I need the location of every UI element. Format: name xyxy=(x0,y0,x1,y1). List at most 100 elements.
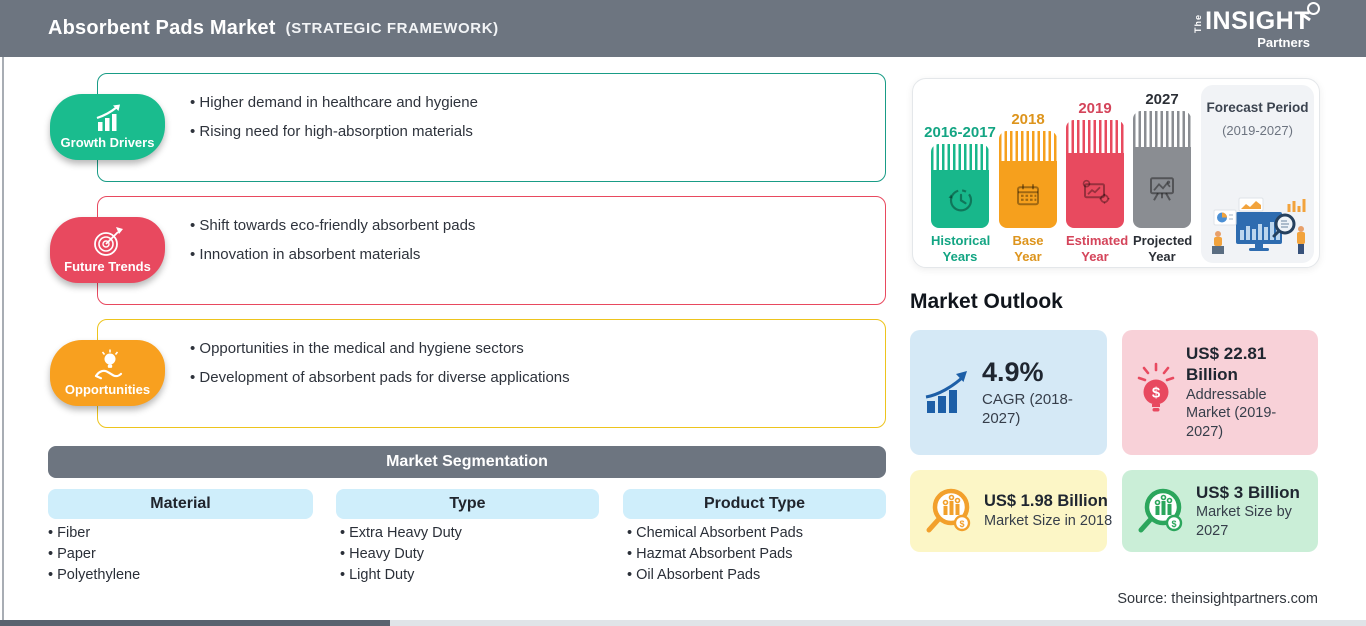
bar-solid xyxy=(999,161,1057,228)
material-list: Fiber Paper Polyethylene xyxy=(48,523,140,586)
opportunities-badge: Opportunities xyxy=(50,340,165,406)
magnifier-chart-icon: $ xyxy=(1138,488,1183,533)
bar-caption: Estimated Year xyxy=(1066,233,1129,265)
magnifier-chart-icon: $ xyxy=(926,488,971,533)
bar-stripes xyxy=(931,144,989,171)
segment-header-label: Material xyxy=(150,495,211,512)
list-item: Paper xyxy=(48,544,140,565)
list-item: Rising need for high-absorption material… xyxy=(190,123,865,142)
bar-stripes xyxy=(1133,111,1191,148)
market-size-2018-card: $ US$ 1.98 Billion Market Size in 2018 xyxy=(910,470,1112,552)
horizontal-scrollbar-track[interactable] xyxy=(0,620,1366,626)
bulb-hand-icon xyxy=(94,349,122,380)
opportunities-list: Opportunities in the medical and hygiene… xyxy=(190,340,865,388)
product-type-list: Chemical Absorbent Pads Hazmat Absorbent… xyxy=(627,523,803,586)
list-item: Polyethylene xyxy=(48,565,140,586)
list-item: Development of absorbent pads for divers… xyxy=(190,369,865,388)
bar-year-label: 2018 xyxy=(1011,111,1045,128)
badge-label: Future Trends xyxy=(64,259,151,274)
bar-year-label: 2027 xyxy=(1145,91,1179,108)
svg-text:$: $ xyxy=(1152,385,1161,402)
cagr-card: 4.9% CAGR (2018-2027) xyxy=(910,330,1107,455)
bar-column xyxy=(1066,120,1124,228)
logo-the-text: The xyxy=(1193,14,1204,34)
segmentation-title: Market Segmentation xyxy=(386,453,548,470)
bar-year-label: 2016-2017 xyxy=(924,124,996,141)
future-trends-box: Shift towards eco-friendly absorbent pad… xyxy=(97,196,886,305)
segment-header-material: Material xyxy=(48,489,313,519)
analytics-illustration xyxy=(1212,197,1306,254)
list-item: Fiber xyxy=(48,523,140,544)
bar-stripes xyxy=(1066,120,1124,154)
future-trends-badge: Future Trends xyxy=(50,217,165,283)
bar-caption: Base Year xyxy=(1012,233,1044,265)
svg-text:$: $ xyxy=(1171,519,1176,529)
growth-drivers-list: Higher demand in healthcare and hygiene … xyxy=(190,94,865,142)
chart-gear-icon xyxy=(1082,179,1110,204)
list-item: Heavy Duty xyxy=(340,544,462,565)
list-item: Light Duty xyxy=(340,565,462,586)
badge-label: Growth Drivers xyxy=(60,135,155,150)
presentation-icon xyxy=(1150,176,1174,201)
stat-desc: Market Size by 2027 xyxy=(1196,503,1292,539)
segment-header-label: Type xyxy=(449,495,486,512)
list-item: Hazmat Absorbent Pads xyxy=(627,544,803,565)
timeline-bar-projected: 2027 Projected Yea xyxy=(1131,91,1193,266)
bar-growth-icon xyxy=(925,370,967,413)
svg-text:$: $ xyxy=(959,519,964,529)
bar-column xyxy=(931,144,989,228)
market-outlook-title: Market Outlook xyxy=(910,290,1063,313)
segment-header-product-type: Product Type xyxy=(623,489,886,519)
stat-value: US$ 3 Billion xyxy=(1196,482,1300,502)
page-subtitle: (STRATEGIC FRAMEWORK) xyxy=(285,20,499,37)
logo-sub-text: Partners xyxy=(1257,35,1310,50)
stat-value: 4.9% xyxy=(982,357,1044,388)
list-item: Extra Heavy Duty xyxy=(340,523,462,544)
list-item: Oil Absorbent Pads xyxy=(627,565,803,586)
header-bar: Absorbent Pads Market (STRATEGIC FRAMEWO… xyxy=(0,0,1366,57)
list-item: Higher demand in healthcare and hygiene xyxy=(190,94,865,113)
future-trends-list: Shift towards eco-friendly absorbent pad… xyxy=(190,217,865,265)
timeline-bar-historical: 2016-2017 Historical Years xyxy=(924,91,996,266)
list-item: Innovation in absorbent materials xyxy=(190,246,865,265)
page-title: Absorbent Pads Market xyxy=(48,17,276,39)
source-text: Source: theinsightpartners.com xyxy=(1117,591,1318,607)
timeline-card: 2016-2017 Historical Years 2018 xyxy=(912,78,1320,268)
growth-drivers-box: Higher demand in healthcare and hygiene … xyxy=(97,73,886,182)
bar-solid xyxy=(931,170,989,228)
segment-header-label: Product Type xyxy=(703,495,806,512)
stat-value: US$ 22.81 Billion xyxy=(1186,344,1267,385)
stat-desc: CAGR (2018-2027) xyxy=(982,390,1073,428)
target-icon xyxy=(93,227,123,256)
timeline-bar-base: 2018 xyxy=(997,91,1059,266)
growth-chart-icon xyxy=(96,104,120,131)
list-item: Opportunities in the medical and hygiene… xyxy=(190,340,865,359)
segment-header-type: Type xyxy=(336,489,599,519)
market-segmentation-bar: Market Segmentation xyxy=(48,446,886,478)
history-clock-icon xyxy=(948,189,973,212)
horizontal-scrollbar-thumb[interactable] xyxy=(0,620,390,626)
market-size-2027-card: $ US$ 3 Billion Market Size by 2027 xyxy=(1122,470,1318,552)
bar-caption: Historical Years xyxy=(931,233,991,265)
list-item: Shift towards eco-friendly absorbent pad… xyxy=(190,217,865,236)
logo-main-text: INSIGHT xyxy=(1205,2,1320,34)
bar-solid xyxy=(1133,147,1191,228)
forecast-period-label: Forecast Period xyxy=(1206,100,1309,115)
timeline-bar-estimated: 2019 xyxy=(1064,91,1129,266)
bulb-dollar-icon: $ xyxy=(1137,362,1175,412)
bar-column xyxy=(1133,111,1191,228)
opportunities-box: Opportunities in the medical and hygiene… xyxy=(97,319,886,428)
bar-solid xyxy=(1066,153,1124,228)
insight-partners-logo: The INSIGHT Partners xyxy=(1193,2,1320,50)
type-list: Extra Heavy Duty Heavy Duty Light Duty xyxy=(340,523,462,586)
badge-label: Opportunities xyxy=(64,382,151,397)
bar-year-label: 2019 xyxy=(1078,100,1112,117)
bar-column xyxy=(999,131,1057,228)
stat-value: US$ 1.98 Billion xyxy=(984,492,1108,511)
bar-stripes xyxy=(999,131,1057,162)
bar-caption: Projected Year xyxy=(1133,233,1193,265)
magnifier-icon xyxy=(1307,2,1320,15)
forecast-period-range: (2019-2027) xyxy=(1222,122,1293,138)
growth-drivers-badge: Growth Drivers xyxy=(50,94,165,160)
